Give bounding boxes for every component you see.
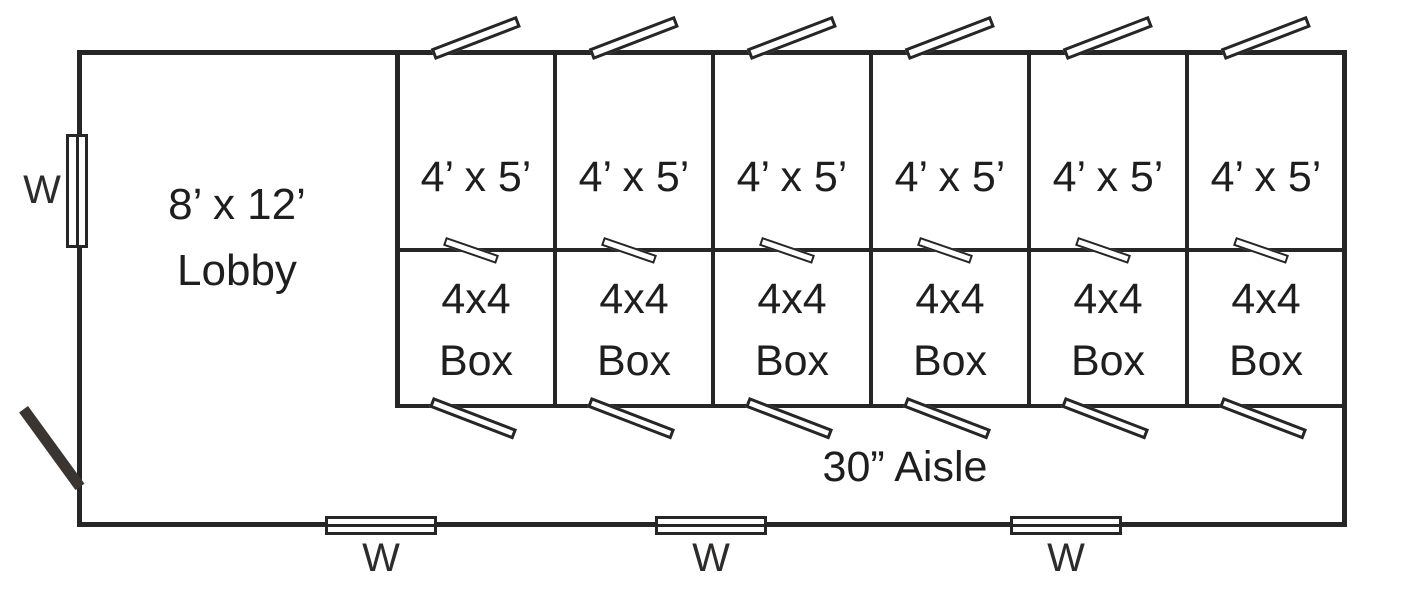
- window-label-left: W: [23, 168, 61, 212]
- box-type-text: Box: [754, 337, 830, 385]
- wall-unit-divider-3: [869, 50, 873, 408]
- window-pane-line: [1013, 524, 1119, 527]
- lobby-label: 8’ x 12’ Lobby: [117, 172, 357, 304]
- lobby-entry-door-leaf: [19, 406, 85, 491]
- wall-unit-divider-1: [553, 50, 557, 408]
- box-size-text: 4x4: [1073, 275, 1143, 323]
- box-type-text: Box: [1228, 337, 1304, 385]
- window-label-bottom-2: W: [692, 536, 730, 580]
- box-size-text: 4x4: [915, 275, 985, 323]
- wall-right: [1342, 50, 1347, 527]
- window-bottom-1: [325, 516, 437, 535]
- window-bottom-3: [1010, 516, 1122, 535]
- box-unit-label-3: 4x4 Box: [715, 268, 869, 392]
- box-unit-label-1: 4x4 Box: [399, 268, 553, 392]
- aisle-label: 30” Aisle: [822, 443, 988, 491]
- upper-unit-label-6: 4’ x 5’: [1210, 153, 1322, 202]
- wall-unit-divider-2: [711, 50, 715, 408]
- box-size-text: 4x4: [1231, 275, 1301, 323]
- upper-unit-label-1: 4’ x 5’: [420, 153, 532, 202]
- box-size-text: 4x4: [441, 275, 511, 323]
- window-pane-line: [328, 524, 434, 527]
- window-bottom-2: [655, 516, 767, 535]
- box-unit-label-5: 4x4 Box: [1031, 268, 1185, 392]
- box-type-text: Box: [912, 337, 988, 385]
- upper-unit-label-2: 4’ x 5’: [578, 153, 690, 202]
- box-size-text: 4x4: [599, 275, 669, 323]
- wall-left: [77, 50, 82, 527]
- box-size-text: 4x4: [757, 275, 827, 323]
- lobby-size-text: 8’ x 12’: [168, 180, 306, 229]
- window-pane-line: [75, 137, 79, 245]
- box-unit-label-2: 4x4 Box: [557, 268, 711, 392]
- window-label-bottom-1: W: [362, 536, 400, 580]
- wall-lobby-right: [395, 50, 400, 408]
- window-pane-line: [658, 524, 764, 527]
- upper-unit-label-4: 4’ x 5’: [894, 153, 1006, 202]
- box-unit-label-4: 4x4 Box: [873, 268, 1027, 392]
- window-label-bottom-3: W: [1047, 536, 1085, 580]
- wall-unit-divider-4: [1027, 50, 1031, 408]
- box-type-text: Box: [438, 337, 514, 385]
- box-type-text: Box: [596, 337, 672, 385]
- lobby-name-text: Lobby: [177, 246, 297, 295]
- window-left-wall: [66, 134, 88, 248]
- box-type-text: Box: [1070, 337, 1146, 385]
- wall-unit-divider-5: [1185, 50, 1189, 408]
- upper-unit-label-3: 4’ x 5’: [736, 153, 848, 202]
- box-unit-label-6: 4x4 Box: [1189, 268, 1343, 392]
- upper-unit-label-5: 4’ x 5’: [1052, 153, 1164, 202]
